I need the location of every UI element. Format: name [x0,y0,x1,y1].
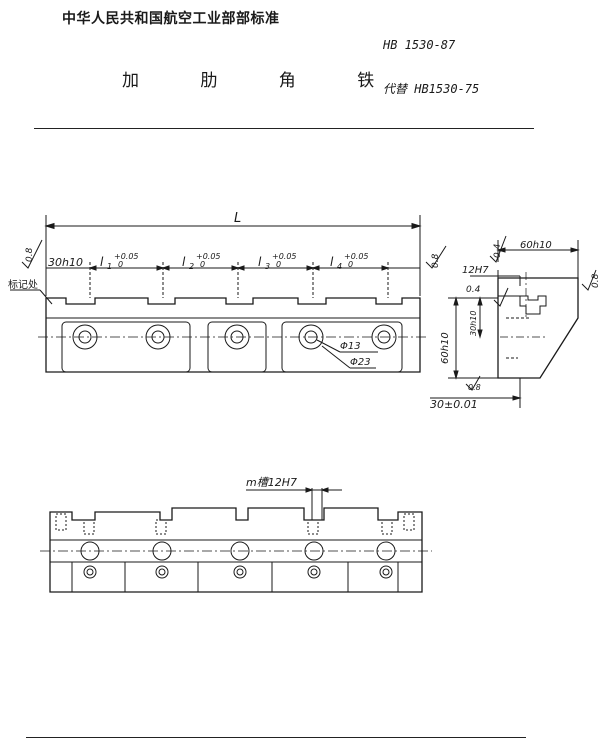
replaces-standard: 代替 HB1530-75 [383,82,480,96]
hole-phi13: Φ13 [340,341,361,352]
roughness-front-left: 0.8 [25,247,35,262]
svg-text:l: l [100,255,104,269]
marking-label: 标记处 [8,279,38,291]
svg-text:0: 0 [276,260,281,269]
standard-number: HB 1530-87 [383,38,456,52]
svg-text:+0.05: +0.05 [196,252,221,261]
hole-phi23: Φ23 [350,357,371,368]
svg-text:+0.05: +0.05 [114,252,139,261]
pitch-l1: l 1 +0.05 0 [100,252,139,271]
svg-text:3: 3 [265,262,270,271]
svg-text:2: 2 [189,262,194,271]
svg-text:0: 0 [200,260,205,269]
svg-text:+0.05: +0.05 [344,252,369,261]
overall-length-label: L [234,211,241,226]
side-dim-30h10: 30h10 [469,311,478,336]
svg-text:l: l [258,255,262,269]
svg-text:+0.05: +0.05 [272,252,297,261]
standard-title: 中华人民共和国航空工业部部标准 [62,11,280,27]
side-roughness-bottom: 0.8 [468,383,481,392]
side-dim-60h10-side: 60h10 [440,332,451,364]
side-dim-60h10-top: 60h10 [520,240,552,251]
pitch-l4: l 4 +0.05 0 [330,252,369,271]
pitch-l2: l 2 +0.05 0 [182,252,221,271]
part-name: 加 肋 角 铁 [122,71,403,91]
pitch-l3: l 3 +0.05 0 [258,252,297,271]
svg-text:l: l [182,255,186,269]
roughness-front-right: 0.8 [431,253,441,268]
front-dim-30h10: 30h10 [48,256,83,269]
side-view [430,235,597,408]
svg-text:0: 0 [118,260,123,269]
side-roughness-slot: 0.4 [466,285,481,295]
svg-text:1: 1 [107,262,112,271]
side-roughness-top: 0.4 [493,243,503,258]
svg-text:4: 4 [337,262,342,271]
svg-text:l: l [330,255,334,269]
svg-text:0: 0 [348,260,353,269]
footer-rule [26,737,526,738]
top-view [40,487,432,593]
side-roughness-right: 0.8 [591,273,600,288]
side-dim-30-tol: 30±0.01 [430,398,478,411]
header-rule [34,128,534,129]
slot-label: m槽12H7 [246,476,297,489]
front-view [10,215,447,373]
side-slot-width: 12H7 [462,265,489,276]
